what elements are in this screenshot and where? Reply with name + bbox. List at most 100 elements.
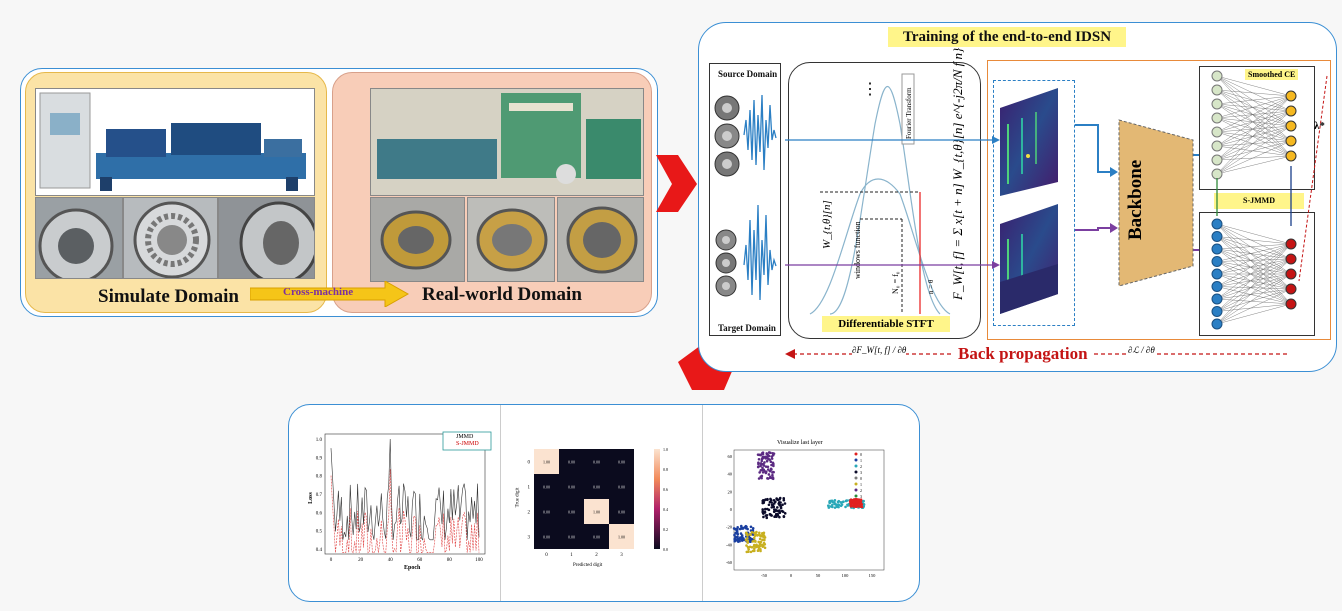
tsne-ytick: -20	[726, 525, 733, 530]
tsne-ytick: 40	[728, 472, 733, 477]
network-edge	[1216, 95, 1292, 119]
sjmmd-label: S-JMMD	[1214, 193, 1304, 209]
network-edge	[1216, 223, 1292, 260]
tsne-point	[762, 544, 765, 548]
cm-cell-value: 0.00	[568, 485, 575, 490]
cm-cell-value: 0.00	[568, 460, 575, 465]
cm-cell-value: 1.00	[543, 460, 550, 465]
output-node	[1285, 298, 1297, 310]
tsne-point	[762, 462, 765, 466]
loss-ytick: 0.6	[316, 511, 323, 516]
tsne-point	[759, 540, 763, 544]
cm-cell-value: 0.00	[568, 535, 575, 540]
tsne-point	[769, 467, 773, 471]
tsne-point	[761, 508, 765, 511]
network-edge	[1216, 273, 1292, 300]
tsne-point	[760, 476, 763, 480]
input-node	[1211, 306, 1223, 317]
cm-xtick: 3	[620, 553, 623, 558]
tsne-legend-marker	[854, 482, 858, 486]
tsne-point	[758, 537, 762, 541]
tsne-point	[752, 536, 756, 540]
output-node	[1285, 268, 1297, 280]
tsne-point	[763, 546, 767, 550]
tsne-point	[849, 504, 852, 508]
tsne-ytick: -40	[726, 542, 733, 547]
cm-cell	[534, 449, 559, 474]
input-node	[1211, 256, 1223, 267]
tsne-point	[759, 549, 762, 553]
test-rig-photo	[35, 88, 315, 196]
tsne-point	[756, 453, 760, 456]
loss-legend-jmmd: JMMD	[456, 434, 474, 440]
tsne-point	[769, 498, 773, 502]
loss-ytick: 0.7	[316, 493, 323, 498]
tsne-point	[752, 543, 756, 547]
lambda-dashed-line	[1298, 75, 1328, 282]
tsne-point	[767, 473, 771, 476]
spectrograms	[1000, 88, 1058, 314]
tsne-point	[781, 510, 785, 514]
window-symbol: W_{t,θ}[n]	[821, 200, 833, 249]
tsne-point	[747, 548, 750, 551]
tsne-point	[760, 534, 763, 538]
tsne-point	[734, 531, 738, 535]
input-node	[1211, 140, 1223, 152]
output-node	[1285, 253, 1297, 265]
tsne-point	[763, 499, 766, 502]
input-node	[1211, 268, 1223, 280]
cm-colorbar-tick: 0.0	[663, 547, 668, 552]
input-node	[1211, 318, 1223, 330]
network-edge	[1216, 223, 1292, 245]
tsne-point	[733, 533, 736, 537]
simulate-domain-label: Simulate Domain	[98, 286, 239, 307]
tsne-point	[765, 459, 769, 463]
training-title: Training of the end-to-end IDSN	[888, 27, 1126, 47]
tsne-point	[747, 550, 750, 554]
tsne-legend-label: 3	[860, 494, 862, 499]
tsne-point	[766, 507, 769, 511]
cm-cell-value: 0.00	[618, 510, 625, 515]
tsne-point	[740, 534, 744, 537]
network-edge	[1216, 243, 1292, 262]
cm-colorbar-tick: 0.8	[663, 467, 668, 472]
tsne-point	[783, 512, 787, 515]
tsne-point	[757, 544, 760, 548]
network-edge	[1216, 75, 1292, 97]
tsne-point	[769, 460, 773, 464]
tsne-point	[736, 526, 739, 529]
flow-arrow-right	[656, 155, 697, 212]
input-node	[1211, 126, 1223, 138]
tsne-point	[753, 547, 756, 550]
tsne-point	[757, 457, 761, 461]
tsne-point	[761, 470, 765, 474]
tsne-point	[756, 465, 760, 469]
cm-cell-value: 0.00	[568, 510, 575, 515]
tsne-legend-label: 1	[860, 458, 862, 463]
tsne-point	[732, 527, 736, 530]
tsne-point	[772, 452, 776, 455]
real-bearing-photo-2	[467, 197, 555, 282]
tsne-point	[761, 455, 764, 459]
tsne-point	[839, 500, 843, 504]
network-edge	[1216, 303, 1292, 325]
cm-cell-value: 0.00	[593, 485, 600, 490]
network-edge	[1216, 89, 1292, 127]
network-edge	[1216, 261, 1292, 290]
tsne-point	[770, 514, 773, 517]
cm-cell	[609, 449, 634, 474]
tsne-point	[845, 499, 848, 502]
network-edge	[1216, 125, 1292, 133]
tsne-legend-label: 0	[860, 476, 862, 481]
input-node	[1211, 154, 1223, 166]
cm-cell-value: 0.00	[543, 535, 550, 540]
tsne-point	[776, 514, 780, 517]
cm-ytick: 3	[528, 536, 531, 541]
tsne-point	[742, 537, 745, 540]
cm-colorbar-tick: 0.4	[663, 507, 668, 512]
tsne-point	[833, 506, 837, 509]
tsne-point	[844, 505, 847, 509]
real-domain-label: Real-world Domain	[422, 284, 582, 305]
network-edge	[1216, 140, 1292, 147]
